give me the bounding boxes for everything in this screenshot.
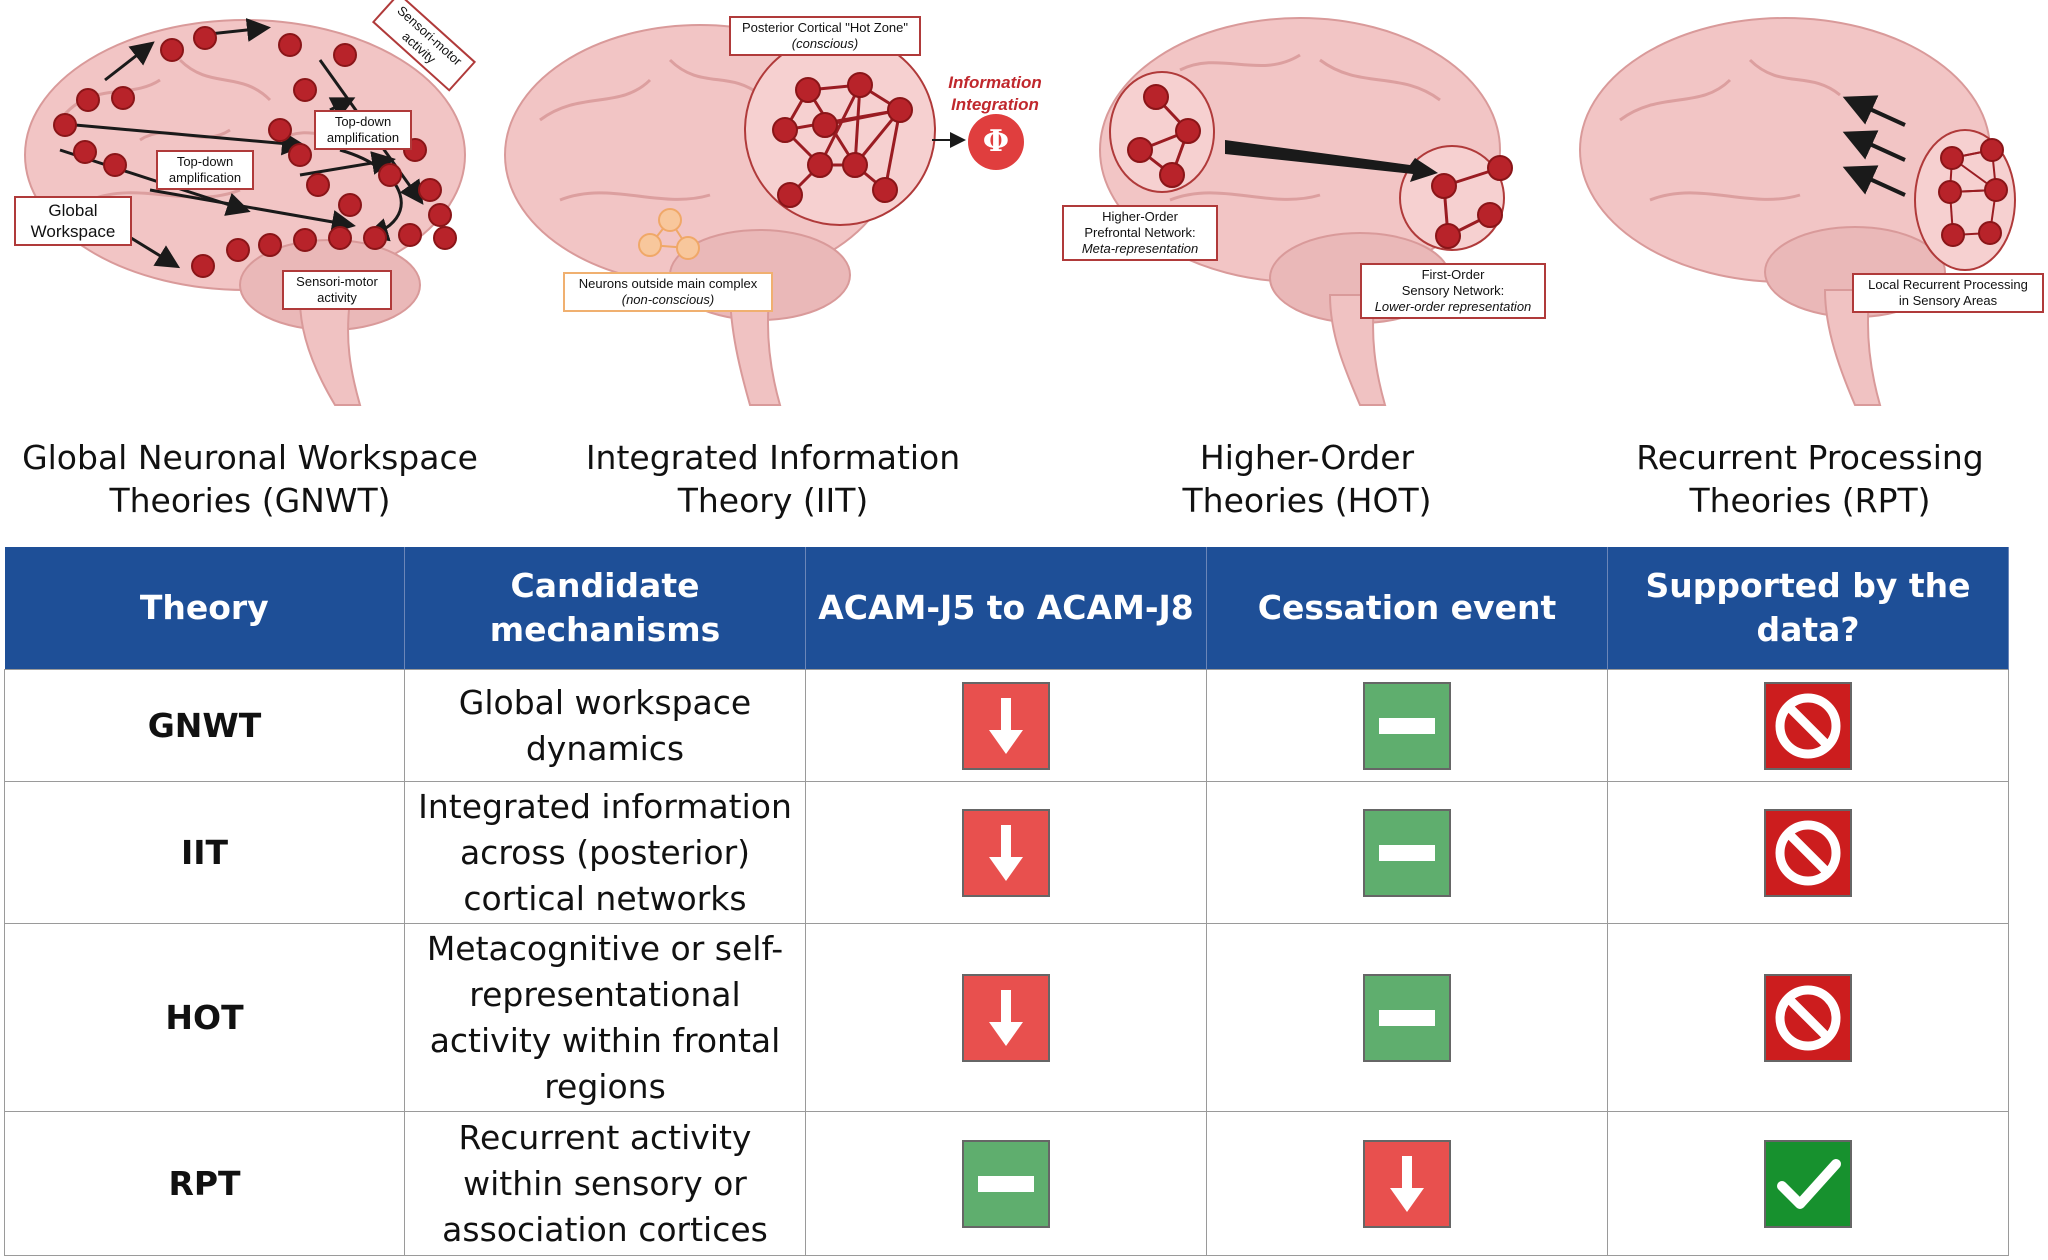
iit-outside-complex-label: Neurons outside main complex(non-conscio…: [563, 272, 773, 312]
check-icon: [1764, 1139, 1852, 1228]
rpt-recurrent-nodes: [1938, 138, 2008, 247]
hot-top-down-arrow: [1225, 140, 1438, 182]
down-arrow-icon: [962, 681, 1050, 770]
acam-cell: [805, 669, 1207, 782]
supported-cell: [1607, 669, 2009, 782]
iit-outside-neurons: [638, 208, 700, 260]
header-acam: ACAM-J5 to ACAM-J8: [805, 547, 1207, 670]
gnwt-neurons: [53, 26, 457, 278]
theory-cell: RPT: [4, 1111, 405, 1256]
acam-cell: [805, 781, 1207, 924]
minus-icon: [1363, 973, 1451, 1062]
cessation-cell: [1206, 781, 1608, 924]
minus-icon: [1363, 681, 1451, 770]
prohibited-icon: [1764, 808, 1852, 897]
acam-cell: [805, 923, 1207, 1112]
supported-cell: [1607, 781, 2009, 924]
supported-cell: [1607, 1111, 2009, 1256]
header-cessation-event: Cessation event: [1206, 547, 1608, 670]
minus-icon: [1363, 808, 1451, 897]
supported-cell: [1607, 923, 2009, 1112]
minus-icon: [962, 1139, 1050, 1228]
cessation-cell: [1206, 669, 1608, 782]
iit-brain-illustration: [504, 24, 1024, 406]
cessation-cell: [1206, 923, 1608, 1112]
theory-cell: IIT: [4, 781, 405, 924]
cessation-cell: [1206, 1111, 1608, 1256]
prohibited-icon: [1764, 681, 1852, 770]
rpt-brain-shape: [1579, 17, 1991, 406]
acam-cell: [805, 1111, 1207, 1256]
prohibited-icon: [1764, 973, 1852, 1062]
hot-network-nodes: [1127, 84, 1513, 249]
table-row: HOT Metacognitive or self-representation…: [4, 923, 2009, 1112]
iit-phi-circle: [968, 114, 1024, 170]
header-theory: Theory: [4, 547, 405, 670]
theory-cell: GNWT: [4, 669, 405, 782]
iit-hot-zone-label: Posterior Cortical "Hot Zone"(conscious): [729, 16, 921, 56]
rpt-feedforward-arrows: [1842, 95, 1906, 197]
iit-network-nodes: [772, 72, 913, 208]
rpt-brain-illustration: [1579, 17, 2016, 406]
down-arrow-icon: [962, 973, 1050, 1062]
theory-cell: HOT: [4, 923, 405, 1112]
down-arrow-icon: [1363, 1139, 1451, 1228]
down-arrow-icon: [962, 808, 1050, 897]
phi-symbol: Φ: [982, 124, 1010, 159]
